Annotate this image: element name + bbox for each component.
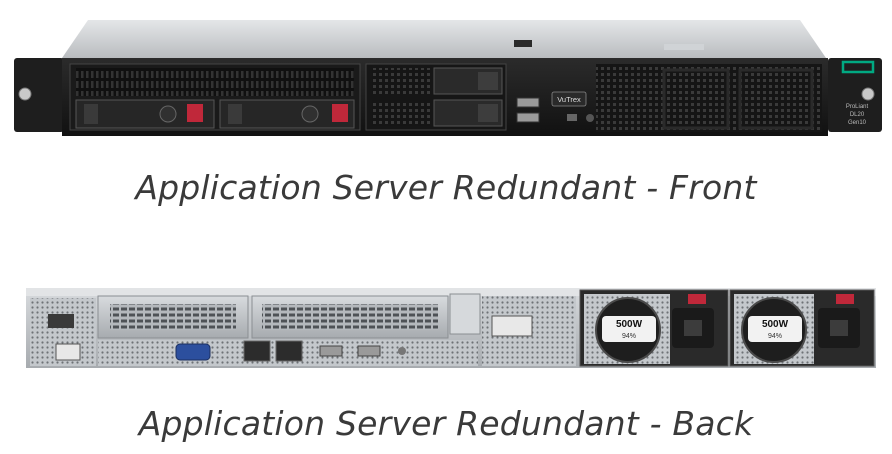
ethernet-port-2 <box>275 340 303 362</box>
caption-back: Application Server Redundant - Back <box>138 404 754 443</box>
usb-rear-2 <box>357 345 381 357</box>
caption-front: Application Server Redundant - Front <box>135 168 757 207</box>
lid-tab <box>514 40 532 47</box>
model-label-1: ProLiant <box>846 104 869 110</box>
psu-left-efficiency: 94% <box>622 333 636 340</box>
front-vent-grill <box>596 64 822 132</box>
psu-right-rating: 500W <box>762 319 789 330</box>
model-label-2: DL20 <box>850 112 865 118</box>
uid-rear <box>398 347 406 355</box>
rack-ear-left <box>14 58 64 132</box>
ethernet-port-1 <box>243 340 271 362</box>
psu-right-efficiency: 94% <box>768 333 782 340</box>
dvi-port <box>491 315 533 337</box>
hpe-logo-mark <box>841 60 875 74</box>
drive-release-2 <box>332 104 348 122</box>
vga-port <box>175 343 211 361</box>
thumbscrew-left <box>18 87 32 101</box>
usb-port-1 <box>516 97 540 108</box>
brand-badge-text: VuTrex <box>557 95 581 104</box>
thumbscrew-right <box>861 87 875 101</box>
power-button <box>567 114 577 121</box>
optical-bay-grill <box>76 68 354 96</box>
server-back-image: 500W 94% 500W 94% <box>26 288 876 368</box>
brand-badge <box>551 91 587 107</box>
serial-port <box>55 343 81 361</box>
psu-left-latch <box>688 294 706 304</box>
fan-1 <box>662 68 730 130</box>
usb-port-2 <box>516 112 540 123</box>
uid-button <box>586 114 594 122</box>
drive-bay-2 <box>219 99 355 129</box>
psu-right-latch <box>836 294 854 304</box>
usb-rear-1 <box>319 345 343 357</box>
psu-left-rating: 500W <box>616 319 643 330</box>
chassis-lid <box>62 20 826 58</box>
drive-release-1 <box>187 104 203 122</box>
model-label-3: Gen10 <box>848 120 867 126</box>
rack-ear-right <box>828 58 882 132</box>
fan-2 <box>738 68 814 130</box>
server-front-image: ProLiant DL20 Gen10 VuTrex <box>14 20 882 136</box>
